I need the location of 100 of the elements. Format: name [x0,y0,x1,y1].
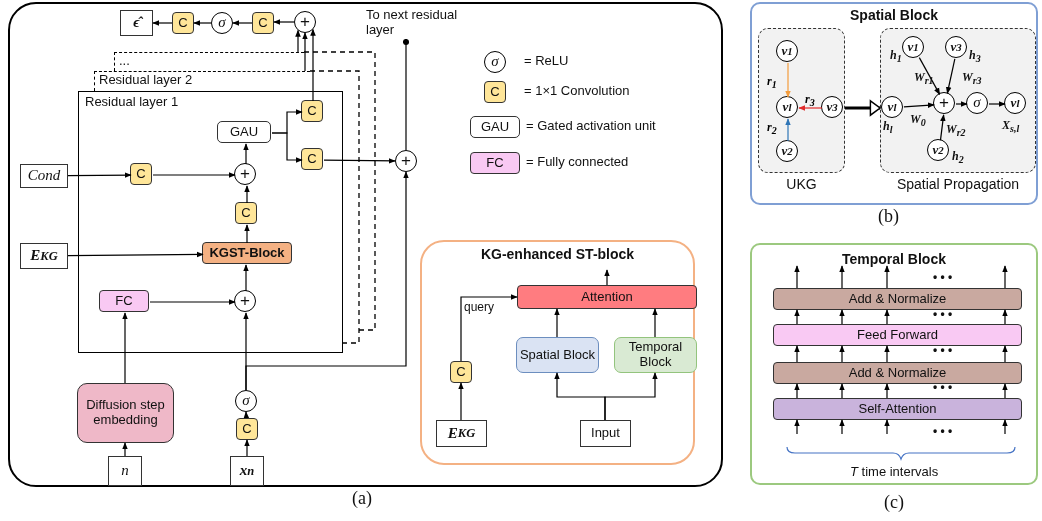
annotation-text: To next residual layer [366,4,478,42]
arrow [273,19,295,25]
arrow [903,102,935,109]
operator-circle: σ [235,390,257,412]
node-annotation: h$_{l}$ [883,120,893,136]
arrow [604,269,610,286]
arrow [1002,309,1008,325]
arrow [67,251,204,258]
node-annotation: h$_{1}$ [890,49,902,65]
conv-block: C [450,361,472,383]
arrow [122,312,128,384]
legend-symbol: FC [470,152,520,174]
operator-circle: + [294,11,316,33]
node-annotation: X$_{s,l}$ [1002,119,1020,135]
ellipsis: • • • [933,343,953,357]
arrow [149,299,236,305]
ellipsis: • • • [933,424,953,438]
process-block: Add & Normalize [773,362,1022,384]
arrow [839,419,845,435]
legend-text: = ReLU [524,54,569,69]
conv-block: C [235,202,257,224]
operator-circle: σ [966,92,988,114]
arrow [794,309,800,325]
arrow [794,345,800,363]
conv-block: C [301,100,323,122]
arrow [884,345,890,363]
operator-circle: σ [211,12,233,34]
panel-caption: (c) [884,492,904,513]
arrow [122,442,128,457]
conv-block: C [236,418,258,440]
conv-block: C [172,12,194,34]
arrow [884,309,890,325]
arrow [839,265,845,289]
arrow [604,372,658,421]
arrow [244,224,250,244]
arrow [243,411,250,419]
arrow [244,185,250,204]
arrow [1002,345,1008,363]
legend-symbol: GAU [470,116,520,138]
arrow [458,382,464,421]
legend-symbol: σ [484,51,506,73]
arrow [243,143,249,165]
legend-symbol: C [484,81,506,103]
arrow [785,118,791,142]
operator-circle: + [234,290,256,312]
edge-label: r$_{3}$ [805,92,815,109]
process-block: Self-Attention [773,398,1022,420]
conv-block: C [252,12,274,34]
edge-label: W$_{r1}$ [914,70,934,87]
process-block: GAU [217,121,271,143]
operator-circle: + [234,163,256,185]
block-arrow [845,100,881,116]
arrow [152,172,236,178]
arrow [243,264,249,292]
process-block: Temporal Block [614,337,697,373]
panel-title: KG-enhanced ST-block [479,246,636,263]
arrow [945,58,956,94]
arrow [460,294,518,362]
node-annotation: h$_{3}$ [969,49,981,65]
panel-title: Temporal Block [841,251,947,268]
arrow [310,28,316,102]
arrow [839,309,845,325]
output-box: ϵ̂ [120,10,153,36]
edge-label: W$_{0}$ [910,112,926,129]
layer-frame [78,91,343,353]
node-annotation: h$_{2}$ [952,150,964,166]
arrow [295,29,301,53]
operator-circle: + [933,92,955,114]
operator-circle: + [395,150,417,172]
process-block: Diffusion step embedding [77,383,174,443]
arrow [232,20,253,26]
legend-text: = Fully connected [526,155,629,170]
arrow [884,419,890,435]
legend-text: = Gated activation unit [526,119,656,134]
process-block: Add & Normalize [773,288,1022,310]
arrow [884,265,890,289]
arrow [839,345,845,363]
arrow [1002,383,1008,399]
ellipsis: • • • [933,307,953,321]
arrow [794,383,800,399]
arrow [785,62,791,98]
panel-title: UKG [785,176,818,193]
arrow [554,308,560,338]
process-block: Attention [517,285,697,309]
arrow [839,383,845,399]
arrow [884,383,890,399]
block-frame [420,240,695,465]
panel-caption: (a) [352,488,372,509]
arrow [794,419,800,435]
edge-label: W$_{r2}$ [946,122,966,139]
legend-text: = 1×1 Convolution [524,84,630,99]
edge-label: r$_{1}$ [767,74,777,91]
brace-label: T time intervals [850,464,939,479]
arrow [245,171,409,391]
conv-block: C [130,163,152,185]
arrow [652,308,658,338]
arrow [798,105,823,111]
ellipsis: • • • [933,270,953,284]
process-block: Feed Forward [773,324,1022,346]
edge-label: r$_{2}$ [767,120,777,137]
